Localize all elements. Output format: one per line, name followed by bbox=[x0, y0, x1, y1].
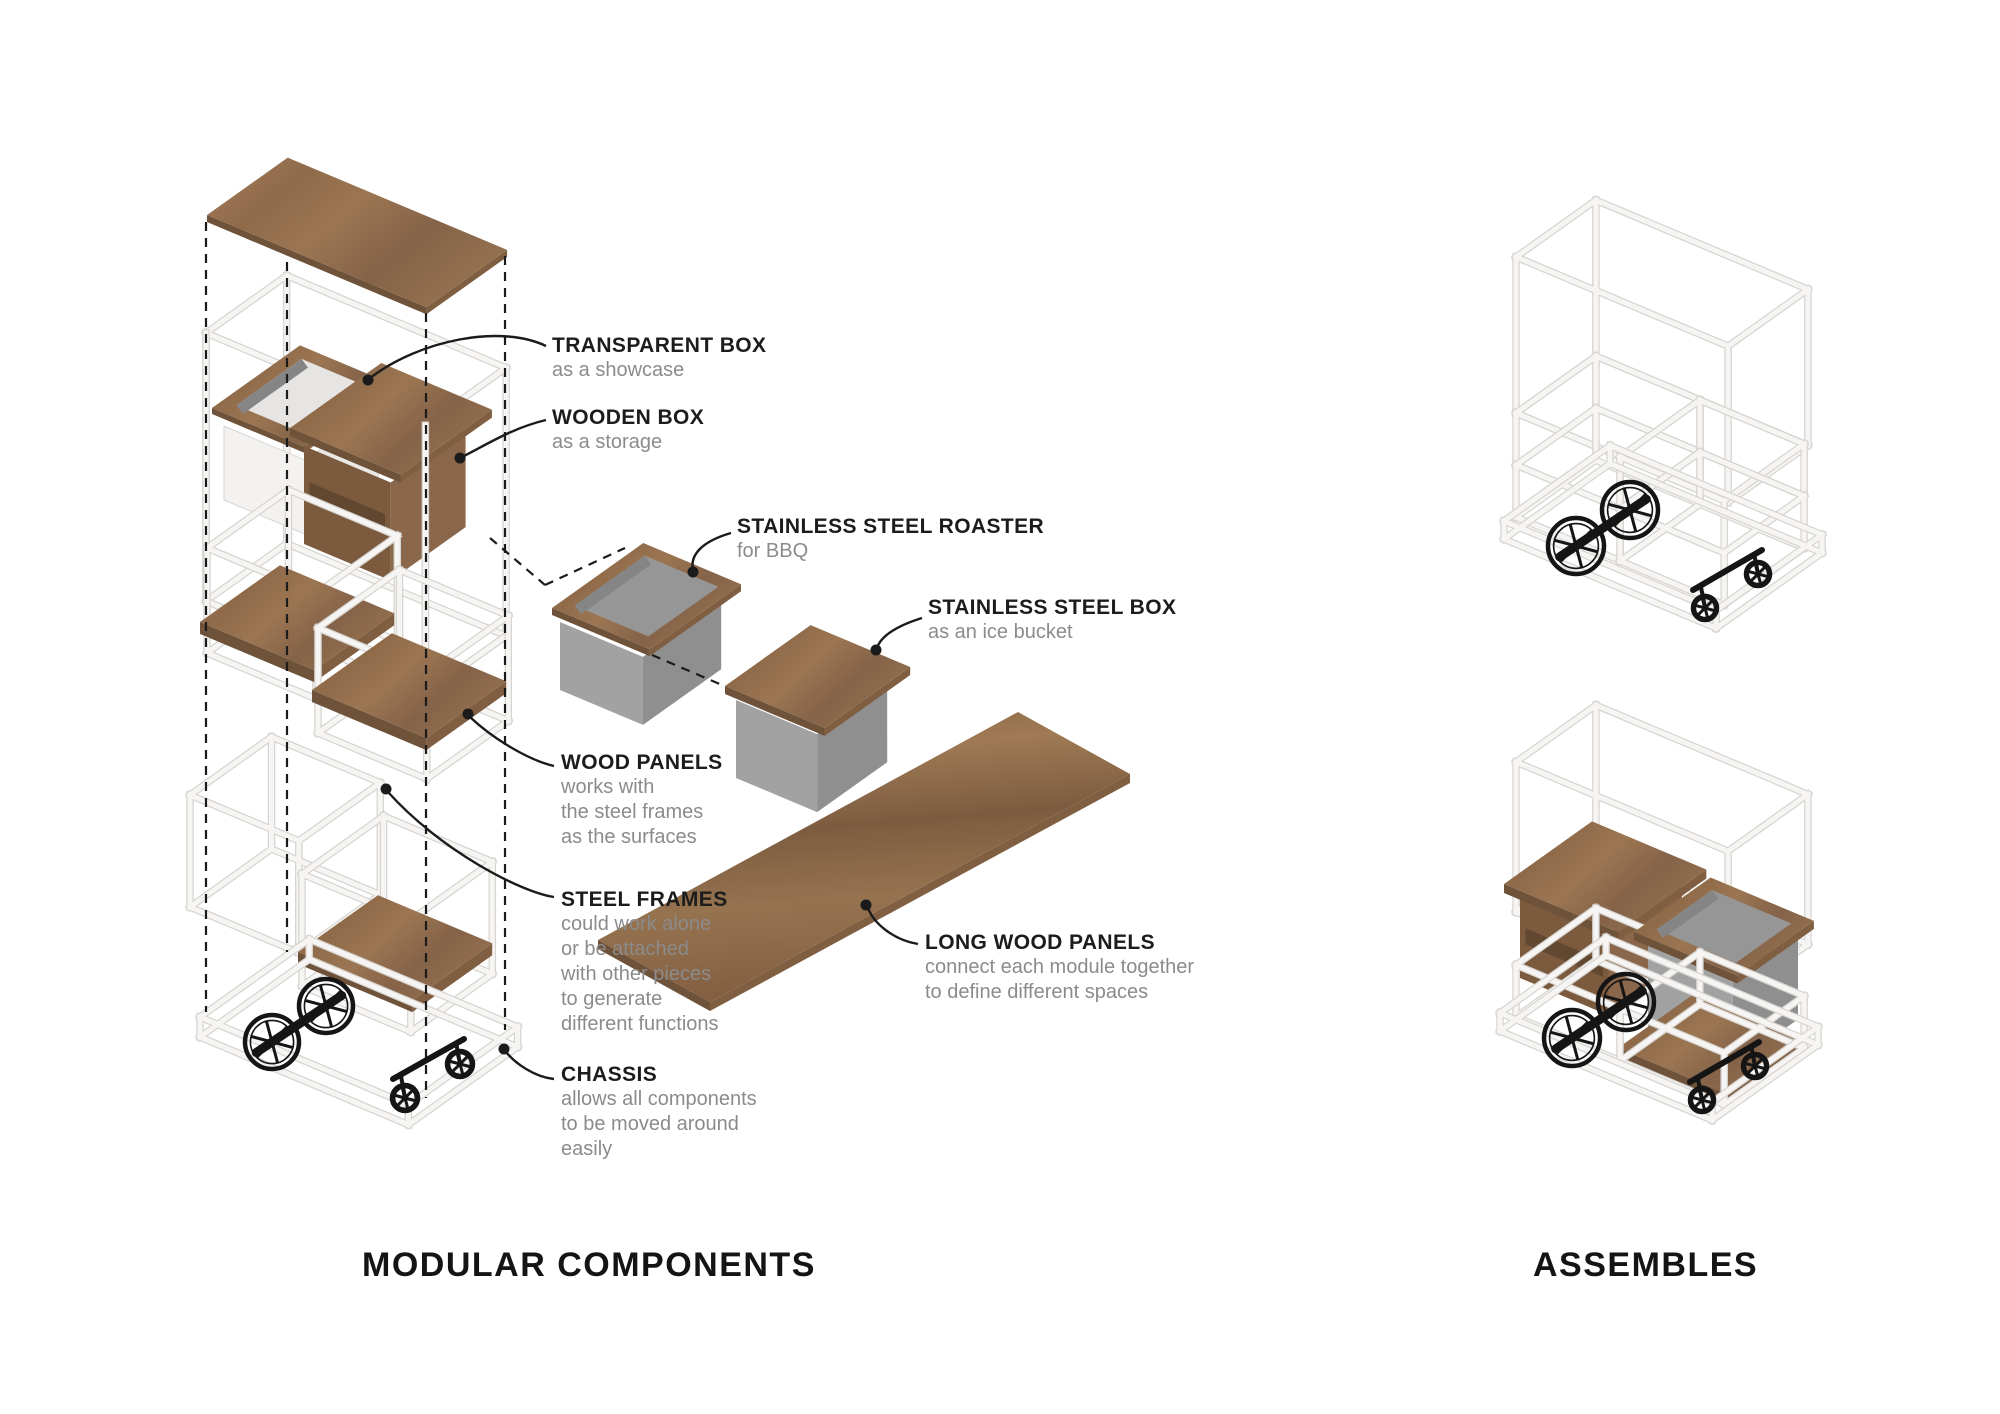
roaster-rim-opening bbox=[574, 555, 719, 637]
label-desc: as a storage bbox=[552, 430, 704, 455]
a2-wheels bbox=[1541, 971, 1657, 1069]
label-desc: allows all components to be moved around e… bbox=[561, 1087, 757, 1162]
label-title: STAINLESS STEEL ROASTER bbox=[737, 515, 1045, 538]
label-desc-line: could work alone bbox=[561, 913, 712, 935]
title-assembles: ASSEMBLES bbox=[1533, 1246, 1759, 1284]
label-desc-line: the steel frames bbox=[561, 801, 704, 823]
leader-long-wood-panels bbox=[860, 899, 919, 946]
label-desc: connect each module together to define di… bbox=[925, 955, 1194, 1005]
roaster-body bbox=[560, 601, 722, 725]
a2-casters bbox=[1687, 1039, 1770, 1115]
label-stainless-steel-box: STAINLESS STEEL BOX as an ice bucket bbox=[928, 596, 1176, 645]
label-title: LONG WOOD PANELS bbox=[925, 931, 1156, 954]
steel-box-lid bbox=[725, 625, 911, 736]
a1-casters bbox=[1690, 547, 1773, 623]
guide-dash-diag-3 bbox=[651, 653, 723, 687]
transparent-box-rim-opening bbox=[236, 358, 368, 434]
label-desc-line: as a storage bbox=[552, 431, 663, 453]
leader-roaster bbox=[687, 531, 732, 578]
label-title: STAINLESS STEEL BOX bbox=[928, 596, 1177, 619]
label-desc: as a showcase bbox=[552, 358, 766, 383]
label-desc-line: works with bbox=[561, 776, 655, 798]
label-title: CHASSIS bbox=[561, 1063, 658, 1086]
label-desc-line: to generate bbox=[561, 988, 663, 1010]
label-desc-line: connect each module together bbox=[925, 956, 1195, 978]
label-desc-line: or be attached bbox=[561, 938, 689, 960]
leader-wood-panels bbox=[462, 708, 555, 768]
label-desc-line: for BBQ bbox=[737, 540, 809, 562]
label-desc-line: with other pieces bbox=[561, 963, 712, 985]
label-desc: for BBQ bbox=[737, 539, 1044, 564]
guide-dash-diag-1 bbox=[489, 537, 546, 586]
label-desc-line: to be moved around bbox=[561, 1113, 739, 1135]
mid-wood-shelf-a bbox=[200, 565, 395, 683]
label-title: WOOD PANELS bbox=[561, 751, 723, 774]
label-wooden-box: WOODEN BOX as a storage bbox=[552, 406, 704, 455]
label-desc-line: to define different spaces bbox=[925, 981, 1149, 1003]
leader-steel-box bbox=[870, 616, 923, 656]
a1-wheels bbox=[1545, 479, 1661, 577]
label-desc-line: as a showcase bbox=[552, 359, 685, 381]
chassis-casters bbox=[389, 1036, 476, 1114]
label-chassis: CHASSIS allows all components to be moved… bbox=[561, 1063, 757, 1162]
label-transparent-box: TRANSPARENT BOX as a showcase bbox=[552, 334, 766, 383]
chassis-wheels bbox=[242, 976, 356, 1072]
label-title: WOODEN BOX bbox=[552, 406, 705, 429]
label-stainless-steel-roaster: STAINLESS STEEL ROASTER for BBQ bbox=[737, 515, 1044, 564]
label-long-wood-panels: LONG WOOD PANELS connect each module tog… bbox=[925, 931, 1194, 1005]
label-desc-line: easily bbox=[561, 1138, 613, 1160]
long-wood-panel bbox=[598, 712, 1130, 1011]
leader-wooden-box bbox=[454, 418, 547, 464]
leader-transparent-box bbox=[362, 334, 547, 386]
label-wood-panels: WOOD PANELS works with the steel frames as… bbox=[561, 751, 723, 850]
label-desc-line: as an ice bucket bbox=[928, 621, 1073, 643]
label-title: STEEL FRAMES bbox=[561, 888, 728, 911]
title-modular-components: MODULAR COMPONENTS bbox=[362, 1246, 816, 1284]
leader-steel-frames bbox=[380, 783, 555, 899]
label-desc: works with the steel frames as the surface… bbox=[561, 775, 723, 850]
label-desc-line: as the surfaces bbox=[561, 826, 697, 848]
label-desc: as an ice bucket bbox=[928, 620, 1176, 645]
exploded-top-wood-panel bbox=[207, 157, 508, 315]
label-desc-line: allows all components bbox=[561, 1088, 757, 1110]
label-steel-frames: STEEL FRAMES could work alone or be attac… bbox=[561, 888, 728, 1037]
label-desc-line: different functions bbox=[561, 1013, 719, 1035]
leader-chassis bbox=[498, 1043, 555, 1081]
label-title: TRANSPARENT BOX bbox=[552, 334, 767, 357]
steel-box-body bbox=[736, 684, 888, 813]
a1-tall-frame bbox=[1510, 194, 1814, 508]
label-desc: could work alone or be attached with other… bbox=[561, 912, 728, 1037]
a2-steel-box-rim-opening bbox=[1656, 890, 1792, 963]
